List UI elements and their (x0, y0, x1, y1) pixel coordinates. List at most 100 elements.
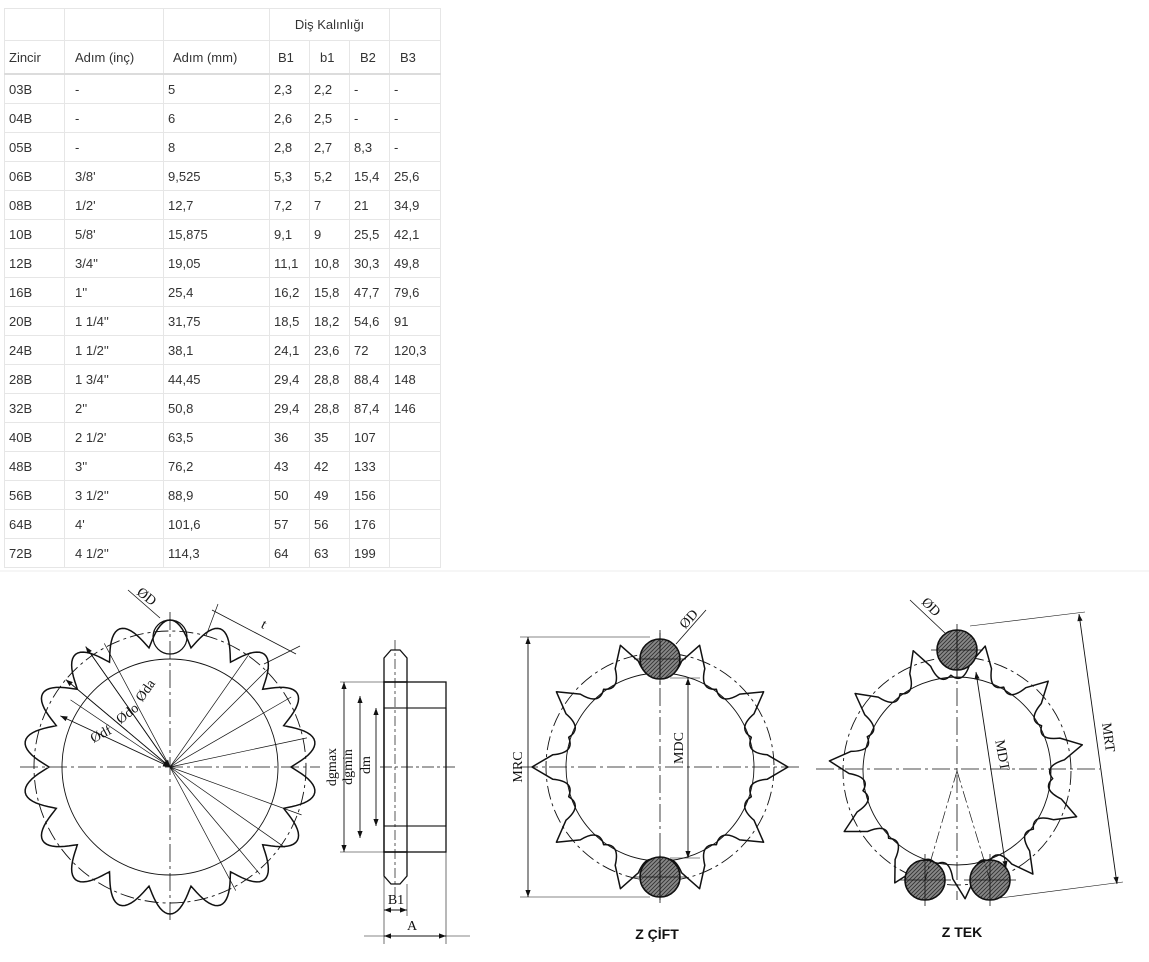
mrt-dimension-arrowhead (1113, 876, 1119, 884)
col-header-adim-mm: Adım (mm) (163, 40, 270, 75)
table-cell: 31,75 (163, 306, 270, 336)
dm-dimension-arrowhead (373, 708, 379, 715)
table-cell (389, 509, 441, 539)
table-cell: 40B (4, 422, 65, 452)
dm-dimension-arrowhead (373, 819, 379, 826)
table-cell: 28,8 (309, 364, 350, 394)
even-roller-top-hatch-line (659, 639, 680, 679)
table-cell: 156 (349, 480, 390, 510)
table-cell: 5,3 (269, 161, 310, 191)
mdt-dimension (975, 671, 1007, 869)
table-cell: 88,9 (163, 480, 270, 510)
table-cell: 2,2 (309, 73, 350, 104)
table-cell: - (64, 73, 164, 104)
table-cell: 15,4 (349, 161, 390, 191)
table-cell: 120,3 (389, 335, 441, 365)
table-cell: 04B (4, 103, 65, 133)
table-cell: 49,8 (389, 248, 441, 278)
mdt-label: MDT (991, 739, 1011, 773)
table-cell: 08B (4, 190, 65, 220)
da-label: Øda (133, 676, 159, 704)
table-cell: 2,7 (309, 132, 350, 162)
table-cell: 43 (269, 451, 310, 481)
table-cell: 35 (309, 422, 350, 452)
dgmin-label: dgmin (341, 749, 356, 785)
table-cell: 23,6 (309, 335, 350, 365)
table-cell: 18,2 (309, 306, 350, 336)
dm-label: dm (359, 756, 374, 774)
odd-roller-bottom-left-hatch-line (905, 860, 926, 900)
df-dimension (60, 715, 171, 768)
even-d-label: ØD (677, 607, 702, 632)
table-cell: 76,2 (163, 451, 270, 481)
table-cell: 88,4 (349, 364, 390, 394)
mdt-dimension-arrowhead (1002, 860, 1008, 868)
table-cell: 1/2' (64, 190, 164, 220)
table-cell: 15,875 (163, 219, 270, 249)
table-cell: 24,1 (269, 335, 310, 365)
table-cell: 4' (64, 509, 164, 539)
table-header-row: Zincir Adım (inç) Adım (mm) B1 b1 B2 B3 (4, 40, 441, 75)
table-cell: 16,2 (269, 277, 310, 307)
radial-line (169, 667, 270, 768)
da-dimension (85, 646, 171, 768)
table-cell: 2'' (64, 393, 164, 423)
odd-roller-top-hatch-line (937, 630, 958, 670)
even-roller-top-hatch-line (640, 639, 661, 679)
table-cell: 1'' (64, 277, 164, 307)
table-cell: 2,6 (269, 103, 310, 133)
odd-roller-bottom-right-hatch-line (989, 860, 1010, 900)
table-cell: 3 1/2'' (64, 480, 164, 510)
side-bottom-tooth (383, 851, 408, 885)
table-cell: 6 (163, 103, 270, 133)
table-cell: 3'' (64, 451, 164, 481)
table-cell: 5/8' (64, 219, 164, 249)
table-cell: 3/8' (64, 161, 164, 191)
col-header-b1-upper: B1 (269, 40, 310, 75)
dgmin-dimension-arrowhead (357, 831, 363, 838)
table-cell: 20B (4, 306, 65, 336)
table-cell: 1 1/2'' (64, 335, 164, 365)
table-cell (389, 422, 441, 452)
table-cell: 79,6 (389, 277, 441, 307)
table-cell: 7 (309, 190, 350, 220)
table-cell: 11,1 (269, 248, 310, 278)
table-cell (389, 451, 441, 481)
table-cell: 25,4 (163, 277, 270, 307)
table-cell: 54,6 (349, 306, 390, 336)
table-cell (389, 480, 441, 510)
radial-line (169, 737, 308, 768)
mrc-dimension-arrowhead (525, 637, 531, 644)
mrt-ext-bottom (999, 881, 1124, 899)
table-cell: 9,525 (163, 161, 270, 191)
table-cell: 91 (389, 306, 441, 336)
odd-roller-bottom-left-hatch-line (928, 860, 945, 900)
radial-line (70, 699, 171, 768)
table-cell: 8 (163, 132, 270, 162)
table-cell: 42,1 (389, 219, 441, 249)
radial-line (169, 766, 302, 816)
table-cell: 05B (4, 132, 65, 162)
t-ext-2 (263, 645, 301, 665)
table-cell: 133 (349, 451, 390, 481)
table-cell: 64B (4, 509, 65, 539)
mdc-dimension-arrowhead (685, 678, 691, 685)
radial-line (169, 766, 237, 891)
b1-dimension-arrowhead (400, 907, 407, 913)
table-cell: 24B (4, 335, 65, 365)
df-dimension-arrowhead (162, 761, 170, 767)
even-roller-top-hatch-line (663, 639, 680, 679)
table-cell: 101,6 (163, 509, 270, 539)
t-label: t (258, 617, 269, 632)
odd-d-leader (909, 599, 947, 635)
table-cell: 10B (4, 219, 65, 249)
table-cell: 28B (4, 364, 65, 394)
